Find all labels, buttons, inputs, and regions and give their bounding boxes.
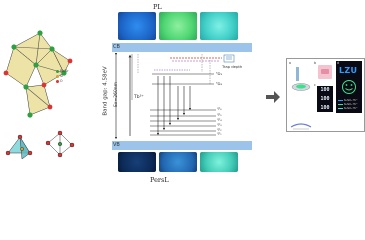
pl-photo-cyan: [200, 12, 238, 40]
panel-a: a: [289, 61, 311, 97]
band-gap-label: Band gap: 4.58eV: [102, 66, 109, 116]
panel-d: d LZU Sr₂SiO₄: Tb³⁺ Sr₂SiO₄: Tb³⁺ Sr₂SiO…: [336, 61, 362, 113]
digit-display-3: 100: [320, 104, 330, 111]
vb-label: VB: [113, 142, 120, 148]
applications-panel: a b c 100 100 100 d LZU: [286, 58, 365, 132]
legend-item-o: O: [60, 79, 63, 83]
crystal-structure: Ba/Sr Si O: [0, 25, 82, 180]
panel-c-letter: c: [314, 83, 316, 87]
panel-a-letter: a: [289, 61, 291, 65]
trap-depth-label: Trap depth: [222, 64, 243, 69]
state-7f1-label: ⁷F₁: [217, 132, 222, 136]
persl-photo-dark-blue: [118, 152, 156, 172]
legend-line-1: Sr₂SiO₄: Tb³⁺: [344, 98, 358, 102]
smiley-icon: [342, 80, 356, 94]
legend-line-3: Sr₂SiO₄: Tb³⁺: [344, 106, 358, 110]
state-5d4-label: ⁵D₄: [216, 81, 222, 86]
persl-photo-blue: [159, 152, 197, 172]
persl-label: PersL: [150, 176, 169, 184]
state-7f5-label: ⁷F₅: [217, 113, 222, 117]
pl-label: PL: [153, 3, 162, 11]
pl-photo-blue: [118, 12, 156, 40]
excitation-label: Ex=260nm: [114, 81, 120, 108]
pl-photo-green: [159, 12, 197, 40]
crystal-legend: Ba/Sr Si O: [56, 69, 82, 83]
ion-label: Tb³⁺: [134, 95, 144, 100]
state-7f4-label: ⁷F₄: [217, 118, 222, 122]
crystal-structure-drawing: [3, 30, 75, 160]
panel-c: c 100 100 100: [314, 83, 334, 113]
persl-photo-cyan: [200, 152, 238, 172]
state-7f2-label: ⁷F₂: [217, 128, 222, 132]
band-diagram: CB VB Band gap: 4.58eV Ex=260nm Tb³⁺ Tra…: [92, 40, 254, 152]
band-diagram-drawing: [112, 43, 252, 150]
panel-b: b: [314, 61, 334, 81]
digit-display-2: 100: [320, 95, 330, 102]
lzu-logo-text: LZU: [339, 66, 358, 75]
digit-display-1: 100: [320, 87, 330, 94]
arrow-right-icon: [266, 88, 280, 103]
panel-b-letter: b: [314, 61, 317, 65]
legend-item-sr: Ba/Sr: [60, 69, 69, 73]
state-7f6-label: ⁷F₆: [217, 107, 222, 111]
panel-d-letter: d: [337, 61, 340, 65]
legend-line-2: Sr₂SiO₄: Tb³⁺: [344, 102, 358, 106]
legend-item-si: Si: [60, 74, 63, 78]
state-5d3-label: ⁵D₃: [216, 71, 222, 76]
device-strip: [290, 116, 312, 130]
state-7f3-label: ⁷F₃: [217, 123, 222, 127]
cb-label: CB: [113, 44, 120, 50]
